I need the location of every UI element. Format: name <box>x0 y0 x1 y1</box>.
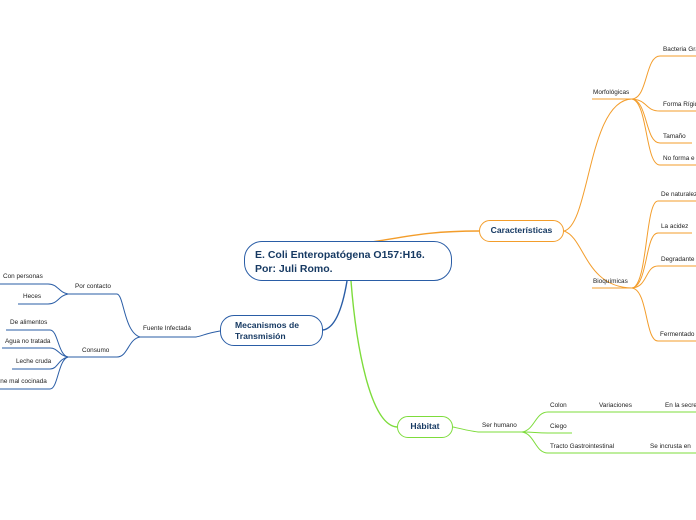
connector-consumo-carne <box>49 356 69 390</box>
leaf-de-naturaleza[interactable]: De naturalez <box>661 191 696 198</box>
connector-hab-ser-humano <box>452 426 479 433</box>
topic-habitat-label: Hábitat <box>410 421 440 431</box>
subtopic-morfologicas[interactable]: Morfológicas <box>593 89 630 96</box>
leaf-ciego[interactable]: Ciego <box>550 423 567 430</box>
connector-root-mecanismos <box>322 280 348 331</box>
leaf-se-incrusta-en[interactable]: Se incrusta en <box>650 443 691 450</box>
connector-car-morfologicas <box>563 98 633 232</box>
topic-caracteristicas[interactable]: Características <box>479 220 564 242</box>
leaf-la-acidez[interactable]: La acidez <box>661 223 689 230</box>
leaf-agua-no-tratada[interactable]: Agua no tratada <box>5 338 51 345</box>
topic-mecanismos-line1: Mecanismos de <box>235 320 299 330</box>
root-topic[interactable]: E. Coli Enteropatógena O157:H16. Por: Ju… <box>244 241 452 281</box>
leaf-con-personas[interactable]: Con personas <box>3 273 43 280</box>
connector-contacto-heces <box>47 293 69 305</box>
connector-consumo-agua <box>49 347 69 358</box>
connector-morf-item4 <box>631 98 661 166</box>
connector-root-caracteristicas <box>371 230 480 243</box>
leaf-forma-rigida[interactable]: Forma Rígid <box>663 101 696 108</box>
connector-ser-ciego <box>521 431 549 434</box>
connector-root-habitat <box>350 280 398 428</box>
connector-mecanismos-fuente <box>195 330 221 338</box>
leaf-heces[interactable]: Heces <box>23 293 42 300</box>
connector-contacto-personas <box>47 283 69 295</box>
topic-habitat[interactable]: Hábitat <box>397 416 453 438</box>
connector-bioq-item4 <box>631 287 659 342</box>
connector-bioq-item2 <box>631 232 659 289</box>
leaf-degradante[interactable]: Degradante <box>661 256 695 263</box>
leaf-carne-mal-cocinada[interactable]: Carne mal cocinada <box>0 378 47 385</box>
topic-caracteristicas-label: Características <box>490 225 553 235</box>
leaf-tamano[interactable]: Tamaño <box>663 133 686 140</box>
leaf-bacteria-gram[interactable]: Bacteria Gra <box>663 46 696 53</box>
subtopic-fuente-infectada[interactable]: Fuente Infectada <box>143 325 191 332</box>
leaf-variaciones[interactable]: Variaciones <box>599 402 632 409</box>
topic-mecanismos-line2: Transmisión <box>235 331 286 341</box>
connector-morf-item1 <box>631 55 661 100</box>
topic-mecanismos[interactable]: Mecanismos de Transmisión <box>220 315 323 346</box>
leaf-de-alimentos[interactable]: De alimentos <box>10 319 48 326</box>
leaf-no-forma[interactable]: No forma e <box>663 155 695 162</box>
root-title-line2: Por: Juli Romo. <box>255 263 333 275</box>
connector-ser-colon <box>521 411 549 433</box>
subtopic-por-contacto[interactable]: Por contacto <box>75 283 111 290</box>
subtopic-ser-humano[interactable]: Ser humano <box>482 422 517 429</box>
connector-bioq-item1 <box>631 200 659 289</box>
leaf-fermentador[interactable]: Fermentado <box>660 331 695 338</box>
connector-bioq-item3 <box>631 265 659 289</box>
connector-consumo-alimentos <box>49 329 69 358</box>
leaf-en-la-secrecion[interactable]: En la secre <box>665 402 696 409</box>
leaf-leche-cruda[interactable]: Leche cruda <box>16 358 52 365</box>
connector-morf-item2 <box>631 98 661 112</box>
connector-ser-tracto <box>521 431 549 454</box>
subtopic-consumo[interactable]: Consumo <box>82 347 110 354</box>
connector-fuente-contacto <box>116 293 141 338</box>
connector-car-bioquimicas <box>563 230 633 289</box>
subtopic-bioquimicas[interactable]: Bioquímicas <box>593 278 628 285</box>
connector-fuente-consumo <box>116 336 141 358</box>
leaf-colon[interactable]: Colon <box>550 402 567 409</box>
root-title-line1: E. Coli Enteropatógena O157:H16. <box>255 249 425 261</box>
leaf-tracto-gastrointestinal[interactable]: Tracto Gastrointestinal <box>550 443 615 450</box>
